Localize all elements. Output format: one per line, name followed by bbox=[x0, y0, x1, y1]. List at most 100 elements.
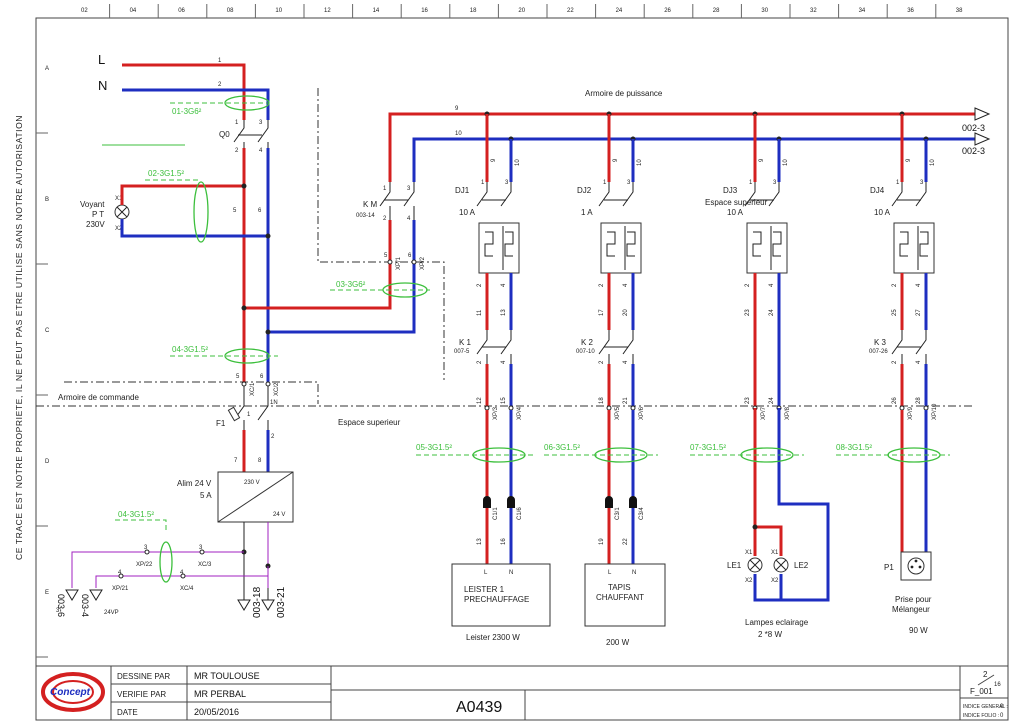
km-neutral-in bbox=[412, 137, 985, 182]
connector-label: C3/4 bbox=[639, 507, 645, 520]
lamp-x1a: X1 bbox=[745, 550, 753, 556]
top-ruler-number: 14 bbox=[373, 8, 380, 14]
top-ruler-number: 16 bbox=[421, 8, 428, 14]
out-ref-1: 002-3 bbox=[962, 123, 985, 133]
dj-pin-3: 3 bbox=[505, 180, 509, 186]
xc-1n: 1N bbox=[270, 400, 278, 406]
top-ruler-number: 06 bbox=[178, 8, 185, 14]
top-ruler-number: 12 bbox=[324, 8, 331, 14]
phase-supply-wire bbox=[122, 63, 246, 120]
top-ruler-number: 24 bbox=[616, 8, 623, 14]
dj-amps: 10 A bbox=[874, 208, 891, 217]
xc1-label: XC/1 bbox=[250, 382, 256, 396]
upper-space-label-2: Espace superieur bbox=[705, 198, 768, 207]
cable-04: 04-3G1.5² bbox=[172, 345, 208, 354]
ref-003-18: 003-18 bbox=[252, 586, 263, 618]
dj-out-pin-a: 2 bbox=[477, 283, 483, 287]
command-cabinet-line bbox=[64, 381, 319, 404]
dj-pin-1: 1 bbox=[603, 180, 607, 186]
terminal-wire-a: 26 bbox=[892, 397, 898, 404]
n3c: 3 bbox=[56, 608, 60, 614]
power-supply-amps: 5 A bbox=[200, 491, 212, 500]
voyant-x1: X1 bbox=[115, 196, 123, 202]
drawn-by-value: MR TOULOUSE bbox=[194, 671, 260, 681]
top-ruler-number: 26 bbox=[664, 8, 671, 14]
left-ruler-letter: C bbox=[45, 328, 50, 334]
contactor-pin-b: 4 bbox=[623, 360, 629, 364]
wire-9: 9 bbox=[455, 106, 459, 112]
concept-logo bbox=[41, 672, 105, 712]
dj-wire-right: 20 bbox=[623, 309, 629, 316]
dj-breaker-symbol bbox=[606, 226, 636, 270]
wire-6: 6 bbox=[258, 208, 262, 214]
f1-label: F1 bbox=[216, 419, 226, 428]
leister-power: Leister 2300 W bbox=[466, 633, 520, 642]
dj-wire-right: 27 bbox=[916, 309, 922, 316]
cable-02-ellipse bbox=[193, 181, 209, 243]
terminal bbox=[265, 381, 271, 387]
contactor-ref: 007-5 bbox=[454, 349, 470, 355]
connector-icon bbox=[605, 496, 637, 508]
dj-amps: 10 A bbox=[727, 208, 744, 217]
tapis-n: N bbox=[632, 570, 636, 576]
xc4-label: XC/4 bbox=[180, 586, 194, 592]
top-ruler-number: 30 bbox=[761, 8, 768, 14]
voyant-label: Voyant bbox=[80, 200, 105, 209]
cable-ellipse bbox=[472, 447, 526, 463]
ground-arrow-4 bbox=[261, 599, 275, 611]
dj-breaker-body bbox=[478, 222, 520, 274]
lamp-x2a: X2 bbox=[745, 578, 753, 584]
arrow-out-1 bbox=[974, 107, 991, 121]
km-label: K M bbox=[363, 200, 378, 209]
terminal bbox=[241, 381, 247, 387]
date-label: DATE bbox=[117, 708, 138, 717]
dj-out-pin-a: 2 bbox=[745, 283, 751, 287]
control-24v-wire bbox=[71, 551, 244, 588]
n4a: 4 bbox=[118, 570, 122, 576]
contactor-pin-a: 2 bbox=[599, 360, 605, 364]
xc2-label: XC/2 bbox=[274, 382, 280, 396]
ground-arrow-1 bbox=[65, 589, 79, 601]
contactor-contact bbox=[891, 330, 927, 364]
dj-wire-b: 10 bbox=[637, 159, 643, 166]
terminal-label: XP/4 bbox=[517, 406, 523, 420]
top-ruler-number: 10 bbox=[275, 8, 282, 14]
neutral-supply-wire bbox=[122, 88, 270, 120]
cable-02: 02-3G1.5² bbox=[148, 169, 184, 178]
voyant-voltage: 230V bbox=[86, 220, 105, 229]
dj-wire-left: 11 bbox=[477, 309, 483, 316]
ref-003-21: 003-21 bbox=[276, 586, 287, 618]
terminal-wire-b: 24 bbox=[769, 397, 775, 404]
terminal-wire-b: 28 bbox=[916, 397, 922, 404]
label-24vp: 24VP bbox=[104, 610, 119, 616]
cable-03: 03-3G6² bbox=[336, 280, 366, 289]
terminal-wire-a: 12 bbox=[477, 397, 483, 404]
top-ruler-number: 34 bbox=[859, 8, 866, 14]
terminal-label: XP/6 bbox=[639, 406, 645, 420]
contactor-contact bbox=[476, 330, 512, 364]
terminal-wire-a: 18 bbox=[599, 397, 605, 404]
leister-box bbox=[451, 563, 551, 627]
left-ruler-letter: D bbox=[45, 459, 50, 465]
junction-dot bbox=[241, 183, 247, 189]
out-ref-2: 002-3 bbox=[962, 146, 985, 156]
dj-wire-left: 23 bbox=[745, 309, 751, 316]
dj-wire-b: 10 bbox=[515, 159, 521, 166]
q0-pin-1: 1 bbox=[235, 120, 239, 126]
ref-003-4: 003-4 bbox=[80, 594, 90, 617]
terminal-label: XP/5 bbox=[615, 406, 621, 420]
km-w6: 6 bbox=[408, 253, 412, 259]
q0-label: Q0 bbox=[219, 130, 230, 139]
top-ruler-number: 02 bbox=[81, 8, 88, 14]
tapis-box bbox=[584, 563, 666, 627]
cable-ellipse bbox=[594, 447, 648, 463]
q0-switch bbox=[233, 120, 269, 148]
title-block bbox=[35, 665, 1009, 721]
command-cabinet-label: Armoire de commande bbox=[58, 393, 139, 402]
power-supply-label: Alim 24 V bbox=[177, 479, 212, 488]
terminal bbox=[180, 573, 186, 579]
connector-wire-b: 16 bbox=[501, 538, 507, 545]
cable-ellipse bbox=[740, 447, 794, 463]
